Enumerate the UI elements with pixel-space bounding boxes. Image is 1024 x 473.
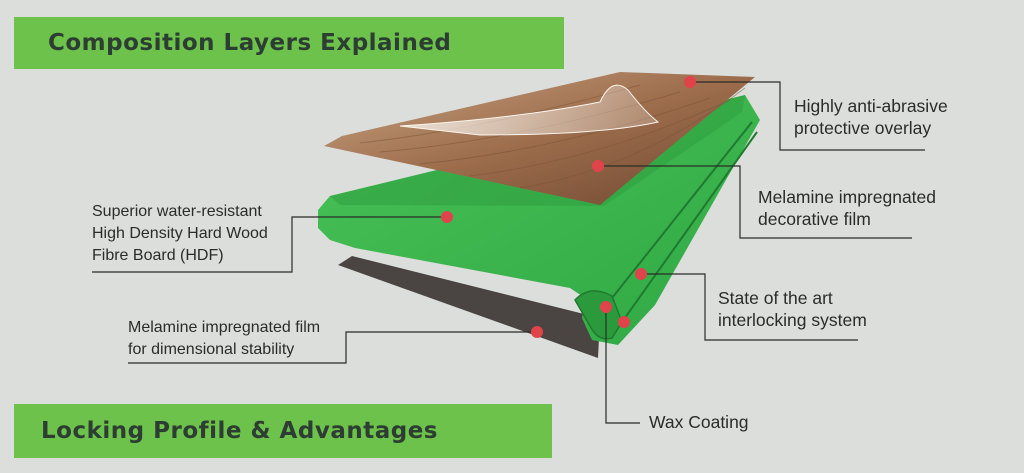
heading-locking-profile: Locking Profile & Advantages [14,404,552,458]
heading-composition-text: Composition Layers Explained [48,30,452,56]
marker-wax-2 [618,316,630,328]
tongue-edge-line [611,121,753,299]
leader-locking [641,273,858,341]
label-locking-system: State of the art interlocking system [718,288,867,330]
leader-decor [598,165,912,239]
label-hdf-board: Superior water-resistant High Density Ha… [92,203,268,264]
leader-overlay [690,81,925,151]
marker-decor [592,160,604,172]
leader-hdf [92,216,447,273]
label-decorative-film: Melamine impregnated decorative film [758,187,937,229]
decorative-wood-film [324,72,755,205]
marker-overlay [684,76,696,88]
marker-wax-1 [600,301,612,313]
leader-backing [128,331,537,364]
label-backing-film: Melamine impregnated film for dimensiona… [128,319,321,358]
leader-lines [92,81,925,424]
groove-edge-line [621,131,758,323]
marker-backing [531,326,543,338]
label-protective-overlay: Highly anti-abrasive protective overlay [794,96,948,138]
leader-wax [605,307,640,424]
marker-hdf [441,211,453,223]
layer-markers [441,76,696,338]
label-wax-coating: Wax Coating [649,412,749,432]
protective-overlay-sheet [399,84,660,136]
marker-locking [635,268,647,280]
heading-composition-layers: Composition Layers Explained [14,17,564,69]
heading-locking-text: Locking Profile & Advantages [41,418,438,444]
